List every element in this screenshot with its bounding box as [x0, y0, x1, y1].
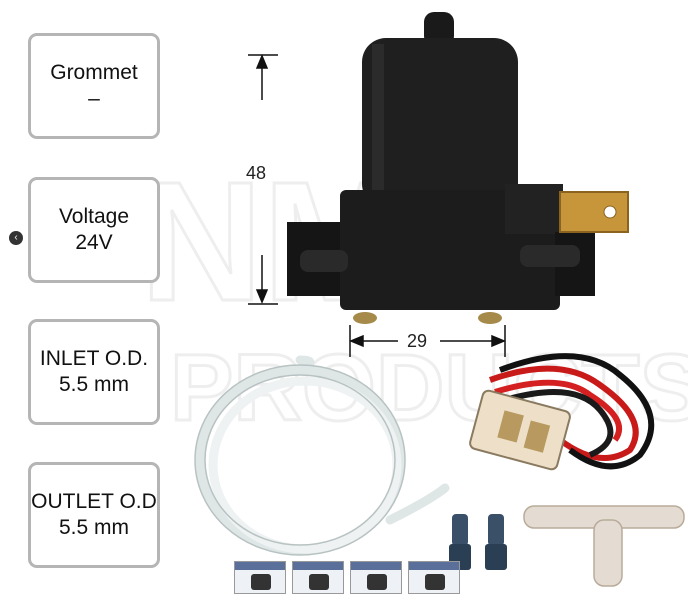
spec-value: –: [88, 87, 100, 110]
thumbnail-2[interactable]: [292, 561, 344, 594]
tubing-coil: [195, 355, 450, 555]
spec-value: 5.5 mm: [58, 516, 129, 539]
spec-value: 5.5 mm: [58, 373, 129, 396]
wiring-harness: [488, 353, 655, 470]
height-dimension: [248, 54, 278, 305]
spec-box-voltage: Voltage 24V: [28, 177, 160, 283]
width-dimension: [349, 325, 506, 357]
thumbnail-3[interactable]: [350, 561, 402, 594]
spec-label: Grommet: [50, 61, 138, 84]
thumbnail-strip: [234, 561, 460, 594]
spec-label: INLET O.D.: [39, 347, 149, 370]
spec-box-inlet: INLET O.D. 5.5 mm: [28, 319, 160, 425]
thumbnail-1[interactable]: [234, 561, 286, 594]
spec-label: Voltage: [58, 205, 130, 228]
spec-box-outlet: OUTLET O.D 5.5 mm: [28, 462, 160, 568]
spec-box-grommet: Grommet –: [28, 33, 160, 139]
tee-connector: [523, 505, 685, 587]
thumbnail-4[interactable]: [408, 561, 460, 594]
washer-pump: [287, 12, 629, 324]
spec-value: 24V: [75, 231, 113, 254]
chevron-left-icon[interactable]: ‹: [9, 231, 23, 245]
height-label: 48: [246, 163, 267, 183]
width-label: 29: [407, 331, 428, 351]
spec-label: OUTLET O.D: [31, 490, 157, 513]
connector-plug: [469, 389, 571, 471]
